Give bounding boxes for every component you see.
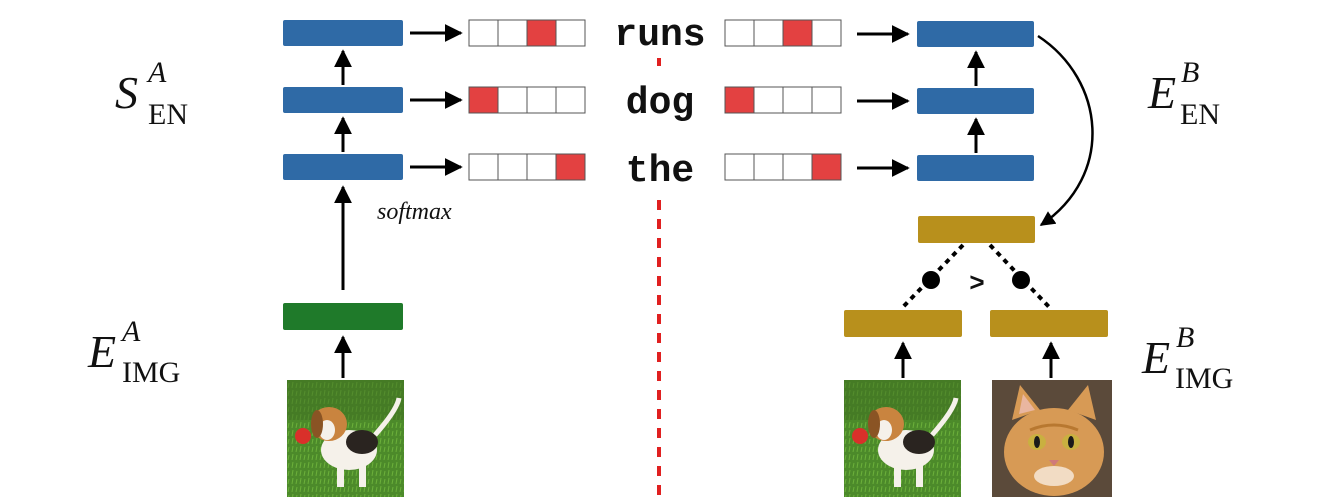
onehot-cell <box>782 86 813 114</box>
encoder-b-state-runs <box>917 21 1034 47</box>
softmax-label: softmax <box>377 199 452 225</box>
comparison-symbol: > <box>969 267 984 297</box>
onehot-b-the <box>724 153 842 181</box>
onehot-cell <box>724 19 755 47</box>
onehot-cell-active <box>811 153 842 181</box>
onehot-cell <box>526 86 557 114</box>
image-embedding-b-cat <box>990 310 1108 337</box>
onehot-cell <box>497 19 528 47</box>
curved-arrow-to-sentence-embedding <box>1037 34 1094 227</box>
onehot-cell <box>753 19 784 47</box>
onehot-cell <box>753 86 784 114</box>
onehot-b-runs <box>724 19 842 47</box>
dog-image-a <box>287 380 404 497</box>
onehot-cell <box>811 19 842 47</box>
onehot-cell <box>497 86 528 114</box>
onehot-cell-active <box>555 153 586 181</box>
label-text-encoder-b: E B EN <box>1147 56 1220 131</box>
svg-text:EN: EN <box>148 98 188 131</box>
svg-text:A: A <box>146 56 167 89</box>
dot-product-right <box>1012 271 1030 289</box>
encoder-b-state-dog <box>917 88 1034 114</box>
svg-text:A: A <box>120 315 141 348</box>
svg-text:E: E <box>1141 332 1170 383</box>
svg-text:E: E <box>1147 67 1176 118</box>
speaker-a-state-runs <box>283 20 403 46</box>
encoder-b-state-the <box>917 155 1034 181</box>
speaker-a-state-dog <box>283 87 403 113</box>
onehot-cell <box>555 86 586 114</box>
onehot-cell-active <box>782 19 813 47</box>
speaker-a-state-the <box>283 154 403 180</box>
svg-text:IMG: IMG <box>122 356 180 389</box>
svg-text:IMG: IMG <box>1175 362 1233 395</box>
dog-image-b <box>844 380 961 497</box>
onehot-cell <box>468 19 499 47</box>
onehot-cell <box>782 153 813 181</box>
onehot-a-runs <box>468 19 586 47</box>
onehot-cell <box>724 153 755 181</box>
word-dog: dog <box>626 82 694 125</box>
svg-text:B: B <box>1181 56 1199 89</box>
onehot-cell <box>497 153 528 181</box>
word-runs: runs <box>614 14 705 57</box>
svg-text:EN: EN <box>1180 98 1220 131</box>
cat-image-b <box>992 380 1112 497</box>
label-image-encoder-a: E A IMG <box>87 315 180 389</box>
onehot-cell <box>468 153 499 181</box>
onehot-cell <box>555 19 586 47</box>
onehot-a-the <box>468 153 586 181</box>
label-image-encoder-b: E B IMG <box>1141 321 1233 395</box>
dot-product-left <box>922 271 940 289</box>
svg-text:S: S <box>115 67 138 118</box>
onehot-cell-active <box>526 19 557 47</box>
label-speaker-a: S A EN <box>115 56 188 131</box>
onehot-cell <box>811 86 842 114</box>
word-the: the <box>626 150 694 193</box>
onehot-cell <box>526 153 557 181</box>
image-embedding-a <box>283 303 403 330</box>
onehot-cell-active <box>724 86 755 114</box>
onehot-a-dog <box>468 86 586 114</box>
sentence-embedding-b <box>918 216 1035 243</box>
onehot-cell <box>753 153 784 181</box>
image-embedding-b-dog <box>844 310 962 337</box>
svg-text:E: E <box>87 326 116 377</box>
onehot-cell-active <box>468 86 499 114</box>
onehot-b-dog <box>724 86 842 114</box>
svg-text:B: B <box>1176 321 1194 354</box>
